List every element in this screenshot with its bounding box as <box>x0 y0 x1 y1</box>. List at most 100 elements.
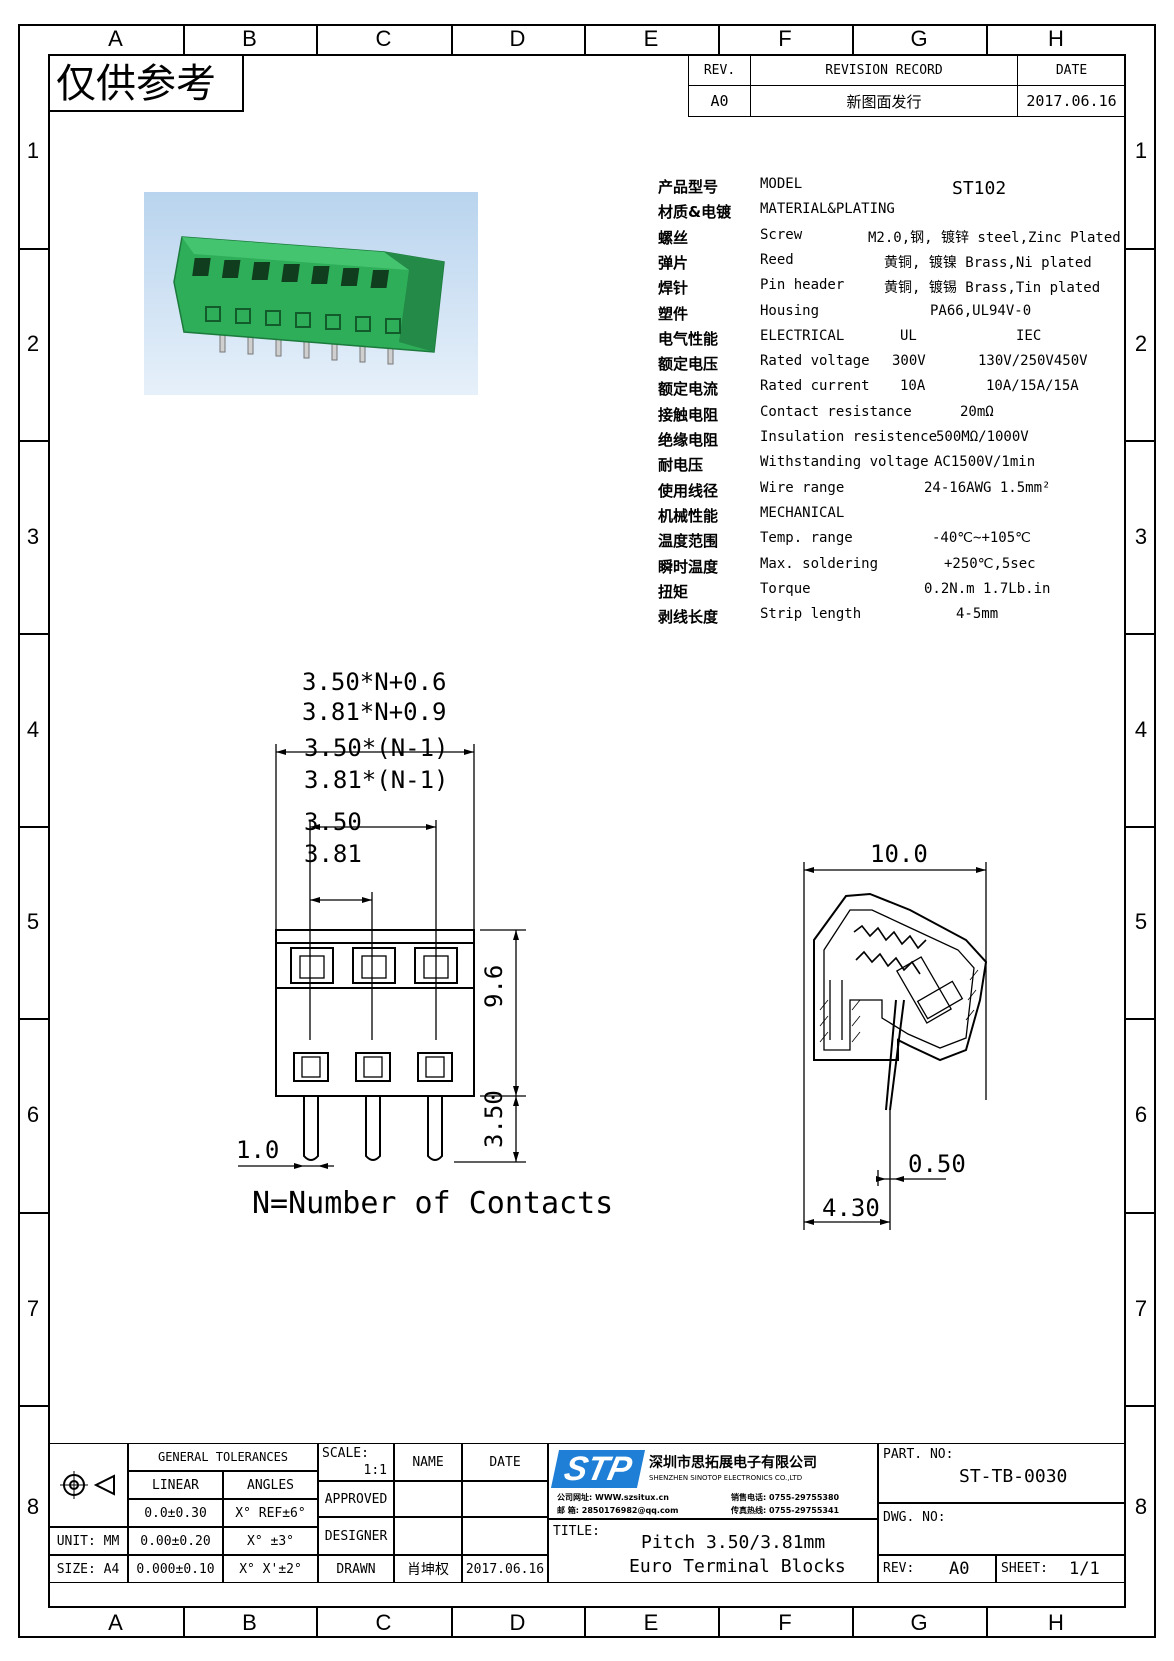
zone-divider <box>18 1212 48 1214</box>
spec-label-cn: 耐电压 <box>658 456 704 475</box>
spec-label-cn: 焊针 <box>658 279 689 298</box>
company-logo: STP <box>550 1450 646 1488</box>
title-cell: TITLE: Pitch 3.50/3.81mm Euro Terminal B… <box>548 1519 878 1583</box>
projection-symbol-icon <box>48 1443 128 1527</box>
zone-row-1: 1 <box>1134 138 1148 163</box>
rev-cell: REV: A0 <box>878 1555 996 1583</box>
spec-value-2: 10A/15A/15A <box>986 378 1079 395</box>
outer-border <box>18 24 1156 1638</box>
spec-label-en: Screw <box>760 226 803 243</box>
spec-value: 4-5mm <box>956 606 999 623</box>
zone-divider <box>316 24 318 54</box>
zone-col-e: E <box>643 26 659 51</box>
dwg-cell: DWG. NO: <box>878 1503 1126 1555</box>
spec-label-cn: 瞬时温度 <box>658 557 719 576</box>
zone-col-d: D <box>509 1610 526 1635</box>
spec-label-cn: 塑件 <box>658 304 689 323</box>
sheet-label: SHEET: <box>1001 1561 1048 1576</box>
zone-col-b: B <box>242 26 257 51</box>
company-block: STP 深圳市思拓展电子有限公司 SHENZHEN SINOTOP ELECTR… <box>548 1443 878 1519</box>
spec-label-cn: 温度范围 <box>658 532 719 551</box>
record-value: 新图面发行 <box>750 85 1018 117</box>
spec-value: 10A <box>900 378 926 395</box>
contacts-note: N=Number of Contacts <box>252 1186 614 1221</box>
zone-divider <box>986 24 988 54</box>
spec-label-cn: 额定电流 <box>658 380 719 399</box>
spec-label-en: Withstanding voltage <box>760 454 929 471</box>
dim-pitch-total-381: 3.81*(N-1) <box>304 766 449 794</box>
drawn-name: 肖坤权 <box>394 1555 462 1583</box>
reference-only-stamp: 仅供参考 <box>48 56 244 112</box>
designer-name <box>394 1517 462 1555</box>
spec-value: 20mΩ <box>960 403 994 420</box>
zone-row-7: 7 <box>26 1295 40 1321</box>
zone-divider <box>18 826 48 828</box>
zone-row-6: 6 <box>26 1102 40 1127</box>
sheet-value: 1/1 <box>1069 1559 1100 1579</box>
designer-date <box>462 1517 548 1555</box>
dim-width-350: 3.50*N+0.6 <box>302 668 447 696</box>
zone-divider <box>1126 1405 1156 1407</box>
spec-label-en: Housing <box>760 302 820 319</box>
zone-divider <box>1126 1018 1156 1020</box>
zone-col-h: H <box>1048 1610 1064 1635</box>
fax-label: 传真热线: <box>731 1506 767 1515</box>
spec-label-en: Rated current <box>760 378 870 395</box>
zone-divider <box>1126 826 1156 828</box>
zone-divider <box>316 1608 318 1638</box>
zone-divider <box>1126 440 1156 442</box>
product-photo <box>144 192 478 395</box>
spec-value: 24-16AWG 1.5mm² <box>924 479 1051 496</box>
dim-width-381: 3.81*N+0.9 <box>302 698 447 726</box>
spec-label-cn: 扭矩 <box>658 582 689 601</box>
zone-row-5: 5 <box>26 909 40 934</box>
company-name-cn: 深圳市思拓展电子有限公司 <box>649 1455 817 1471</box>
front-view-drawing: 3.50*N+0.6 3.81*N+0.9 3.50*(N-1) 3.81*(N… <box>230 668 613 1221</box>
drawn-date: 2017.06.16 <box>462 1555 548 1583</box>
dwg-label: DWG. NO: <box>883 1510 946 1525</box>
tol-angle-3: X° X'±2° <box>223 1555 318 1583</box>
zone-divider <box>852 24 854 54</box>
tel-value: 0755-29755380 <box>769 1493 840 1502</box>
zone-row-2: 2 <box>26 331 40 356</box>
zone-row-7: 7 <box>1134 1295 1148 1321</box>
zone-col-c: C <box>375 26 392 51</box>
approved-date <box>462 1481 548 1517</box>
rev-header: REV. <box>688 54 751 86</box>
spec-label-en: ELECTRICAL <box>760 327 845 344</box>
spec-value: 黄铜, 镀镍 Brass,Ni plated <box>884 254 1092 271</box>
zone-divider <box>718 24 720 54</box>
approved-name <box>394 1481 462 1517</box>
spec-value: 0.2N.m 1.7Lb.in <box>924 580 1051 597</box>
spec-value: +250℃,5sec <box>944 555 1036 572</box>
zone-row-5: 5 <box>1134 909 1148 934</box>
mail-value: 2850176982@qq.com <box>581 1506 679 1515</box>
spec-value: AC1500V/1min <box>934 454 1036 471</box>
company-name-en: SHENZHEN SINOTOP ELECTRONICS CO.,LTD <box>649 1474 803 1482</box>
size-label: SIZE: A4 <box>48 1555 128 1583</box>
tol-linear-1: 0.0±0.30 <box>128 1499 223 1527</box>
title-line-2: Euro Terminal Blocks <box>629 1556 846 1577</box>
part-label: PART. NO: <box>883 1447 954 1462</box>
zone-col-g: G <box>910 1610 928 1635</box>
spec-value: 黄铜, 镀锡 Brass,Tin plated <box>884 280 1101 297</box>
rev-label-tb: REV: <box>883 1561 915 1576</box>
drawn-label: DRAWN <box>318 1555 394 1583</box>
zone-divider <box>584 24 586 54</box>
zone-col-c: C <box>375 1610 392 1635</box>
zone-row-3: 3 <box>1134 523 1148 549</box>
zone-row-6: 6 <box>1134 1102 1148 1127</box>
tel-label: 销售电话: <box>731 1493 767 1502</box>
zone-row-4: 4 <box>26 716 40 742</box>
zone-divider <box>18 1018 48 1020</box>
dim-pitch-350: 3.50 <box>304 808 362 836</box>
dim-pin-width: 1.0 <box>236 1136 280 1164</box>
zone-row-1: 1 <box>26 138 40 163</box>
spec-label-cn: 弹片 <box>658 253 689 272</box>
spec-value: 500MΩ/1000V <box>936 429 1029 445</box>
title-line-1: Pitch 3.50/3.81mm <box>641 1532 826 1553</box>
angles-label: ANGLES <box>223 1471 318 1499</box>
spec-value: 300V <box>892 353 926 370</box>
linear-label: LINEAR <box>128 1471 223 1499</box>
spec-label-cn: 材质&电镀 <box>658 203 732 222</box>
